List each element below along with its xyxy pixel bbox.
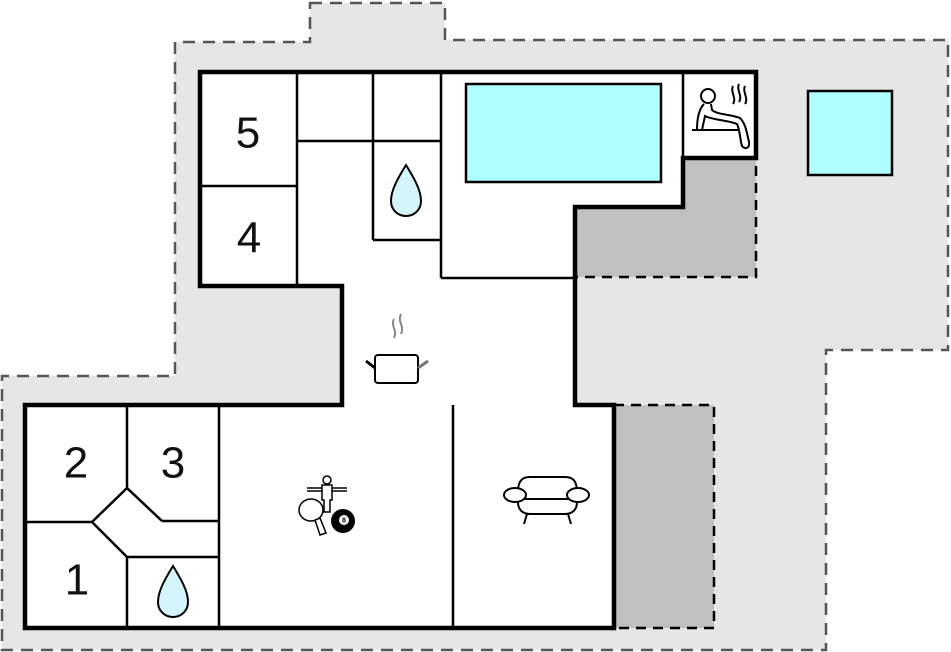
room-label-1: 1 [65, 556, 89, 605]
exterior-walls [22, 69, 759, 631]
room-label-2: 2 [64, 439, 88, 488]
game-room-icon: 8 [298, 475, 355, 536]
terrace-lower [612, 403, 716, 630]
cooking-pot-icon [365, 313, 429, 384]
sofa-icon [503, 476, 590, 525]
svg-text:8: 8 [342, 518, 346, 525]
water-drop-icon [156, 564, 190, 619]
outdoor-pool [806, 89, 894, 177]
interior-walls [25, 72, 685, 628]
sauna-icon [692, 83, 751, 150]
room-label-5: 5 [236, 109, 260, 158]
room-label-3: 3 [161, 439, 185, 488]
room-label-4: 4 [237, 214, 261, 263]
water-drop-icon [389, 163, 423, 218]
indoor-pool [464, 82, 663, 184]
